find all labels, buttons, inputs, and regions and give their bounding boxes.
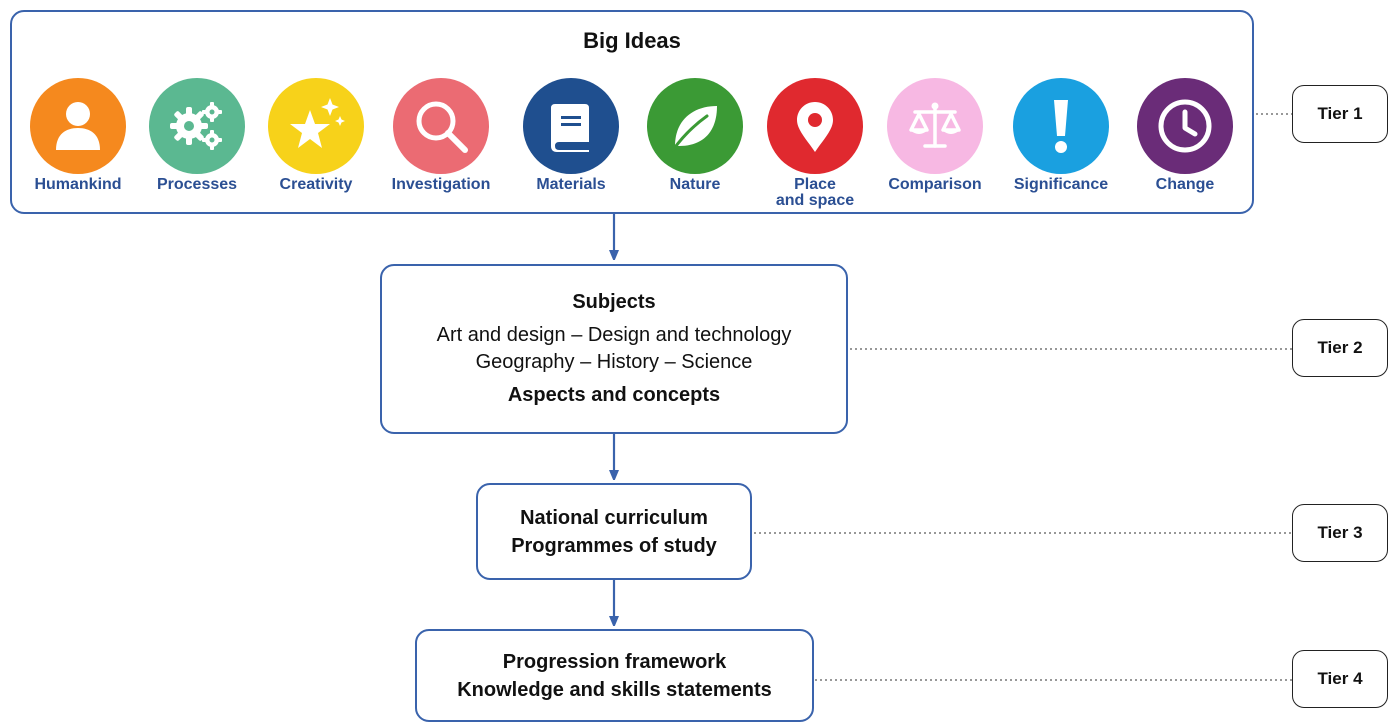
exclamation-icon: [1054, 100, 1068, 153]
big-idea-investigation: Investigation: [391, 78, 491, 193]
progression-line-1: Progression framework: [502, 650, 727, 673]
big-idea-label: Place and space: [775, 176, 855, 209]
subjects-line-2: Geography – History – Science: [475, 351, 753, 373]
big-idea-label: Humankind: [34, 176, 122, 193]
change-circle: [1137, 78, 1233, 174]
gears-icon: [170, 102, 222, 150]
subjects-title: Subjects: [572, 291, 656, 313]
place-circle: [767, 78, 863, 174]
tier-3-label: Tier 3: [1292, 504, 1388, 562]
progression-box: Progression framework Knowledge and skil…: [415, 629, 814, 722]
subjects-line-1: Art and design – Design and technology: [436, 324, 792, 346]
big-idea-label: Materials: [536, 176, 606, 193]
clock-icon: [1158, 99, 1212, 153]
big-idea-comparison: Comparison: [887, 78, 983, 193]
leaf-icon: [671, 106, 717, 152]
big-ideas-title: Big Ideas: [583, 28, 681, 53]
investigation-circle: [393, 78, 489, 174]
big-idea-significance: Significance: [1013, 78, 1109, 193]
tier-2-label: Tier 2: [1292, 319, 1388, 377]
nature-circle: [647, 78, 743, 174]
scales-icon: [909, 102, 961, 148]
big-idea-label: Processes: [156, 176, 238, 193]
big-idea-materials: Materials: [523, 78, 619, 193]
big-idea-change: Change: [1137, 78, 1233, 193]
book-icon: [551, 104, 589, 152]
person-icon: [56, 102, 100, 150]
processes-circle: [149, 78, 245, 174]
tier-dotted-lines: [754, 113, 1292, 681]
big-idea-creativity: Creativity: [268, 78, 364, 193]
tier-4-label: Tier 4: [1292, 650, 1388, 708]
subjects-footer: Aspects and concepts: [507, 384, 721, 406]
humankind-circle: [30, 78, 126, 174]
curriculum-line-2: Programmes of study: [511, 534, 717, 557]
curriculum-line-1: National curriculum: [520, 506, 708, 529]
big-idea-label: Significance: [1013, 176, 1109, 193]
big-ideas-box: Big Ideas Humankind: [10, 10, 1254, 214]
big-idea-nature: Nature: [647, 78, 743, 193]
big-idea-place-and-space: Place and space: [767, 78, 863, 209]
tier-1-label: Tier 1: [1292, 85, 1388, 143]
map-pin-icon: [797, 102, 833, 152]
progression-line-2: Knowledge and skills statements: [457, 678, 772, 701]
significance-circle: [1013, 78, 1109, 174]
big-idea-label: Investigation: [391, 176, 491, 193]
big-idea-label: Comparison: [888, 176, 982, 193]
big-idea-label: Creativity: [279, 176, 353, 193]
big-idea-label: Nature: [669, 176, 721, 193]
big-idea-humankind: Humankind: [30, 78, 126, 193]
sparkle-star-icon: [290, 98, 345, 148]
big-idea-label: Change: [1155, 176, 1215, 193]
subjects-box: Subjects Art and design – Design and tec…: [380, 264, 848, 434]
creativity-circle: [268, 78, 364, 174]
big-idea-processes: Processes: [149, 78, 245, 193]
materials-circle: [523, 78, 619, 174]
magnifier-icon: [416, 101, 468, 153]
curriculum-box: National curriculum Programmes of study: [476, 483, 752, 580]
comparison-circle: [887, 78, 983, 174]
